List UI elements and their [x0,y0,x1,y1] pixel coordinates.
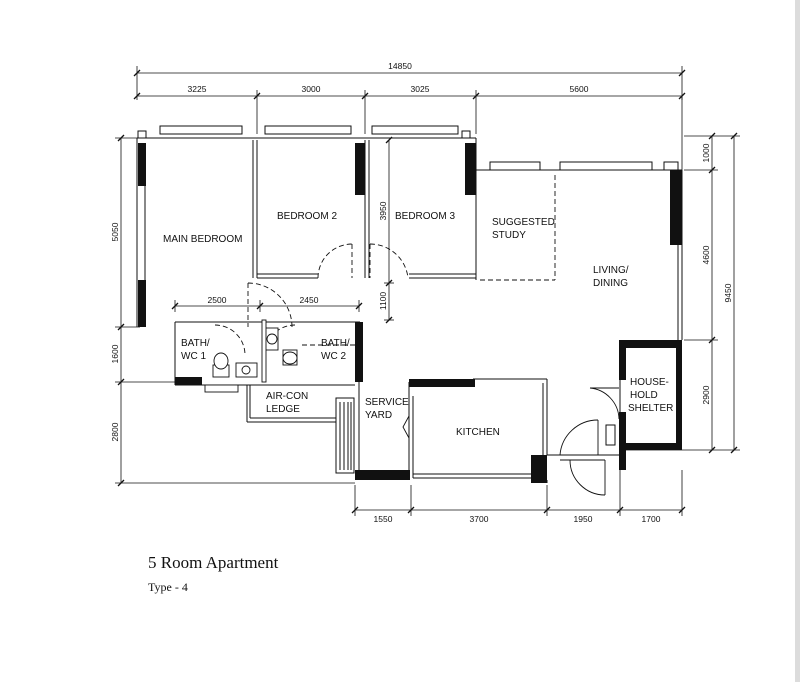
dim-bottom-4: 1700 [642,514,661,524]
dim-bottom-1: 1550 [374,514,393,524]
label-kitchen: KITCHEN [456,427,500,438]
label-service-line2: YARD [365,410,392,421]
dim-overall-width: 14850 [388,61,412,71]
dimension-ticks [117,69,738,514]
dim-left-3: 2800 [110,422,120,441]
label-bath1-line1: BATH/ [181,338,210,349]
label-main-bedroom: MAIN BEDROOM [163,234,242,245]
wall-outlines [136,137,683,483]
structural-walls [138,143,682,483]
dim-inner-1: 3950 [378,201,388,220]
dim-top-4: 5600 [570,84,589,94]
label-shelter-line2: HOLD [630,390,658,401]
doors-solid [402,387,620,496]
plan-title: 5 Room Apartment [148,553,279,572]
label-living-line2: DINING [593,278,628,289]
label-living-line1: LIVING/ [593,265,629,276]
dim-right-1: 1000 [701,143,711,162]
dim-bottom-3: 1950 [574,514,593,524]
dim-left-1: 5050 [110,222,120,241]
label-bedroom-3: BEDROOM 3 [395,211,455,222]
label-service-line1: SERVICE [365,397,409,408]
label-bath1-line2: WC 1 [181,351,206,362]
label-aircon-line1: AIR-CON [266,391,308,402]
label-shelter-line3: SHELTER [628,403,673,414]
bathroom-fixtures [204,319,298,393]
door-swings [214,175,556,356]
dim-top-1: 3225 [188,84,207,94]
dim-top-3: 3025 [411,84,430,94]
label-study-line2: STUDY [492,230,526,241]
dim-right-total: 9450 [723,283,733,302]
windows [137,125,679,171]
room-labels: MAIN BEDROOM BEDROOM 2 BEDROOM 3 SUGGEST… [163,211,673,438]
dim-right-3: 2900 [701,385,711,404]
dim-left-2: 1600 [110,344,120,363]
dim-inner-2: 1100 [378,292,388,311]
label-aircon-line2: LEDGE [266,404,300,415]
dim-middle-2: 2450 [300,295,319,305]
label-bath2-line1: BATH/ [321,338,350,349]
label-bath2-line2: WC 2 [321,351,346,362]
label-study-line1: SUGGESTED [492,217,555,228]
label-shelter-line1: HOUSE- [630,377,669,388]
dim-top-2: 3000 [302,84,321,94]
label-bedroom-2: BEDROOM 2 [277,211,337,222]
plan-subtitle: Type - 4 [148,580,188,594]
page-edge [795,0,800,682]
dimension-labels: 14850 3225 3000 3025 5600 1550 3700 1950… [110,61,733,524]
dim-right-2: 4600 [701,245,711,264]
dim-middle-1: 2500 [208,295,227,305]
dim-bottom-2: 3700 [470,514,489,524]
